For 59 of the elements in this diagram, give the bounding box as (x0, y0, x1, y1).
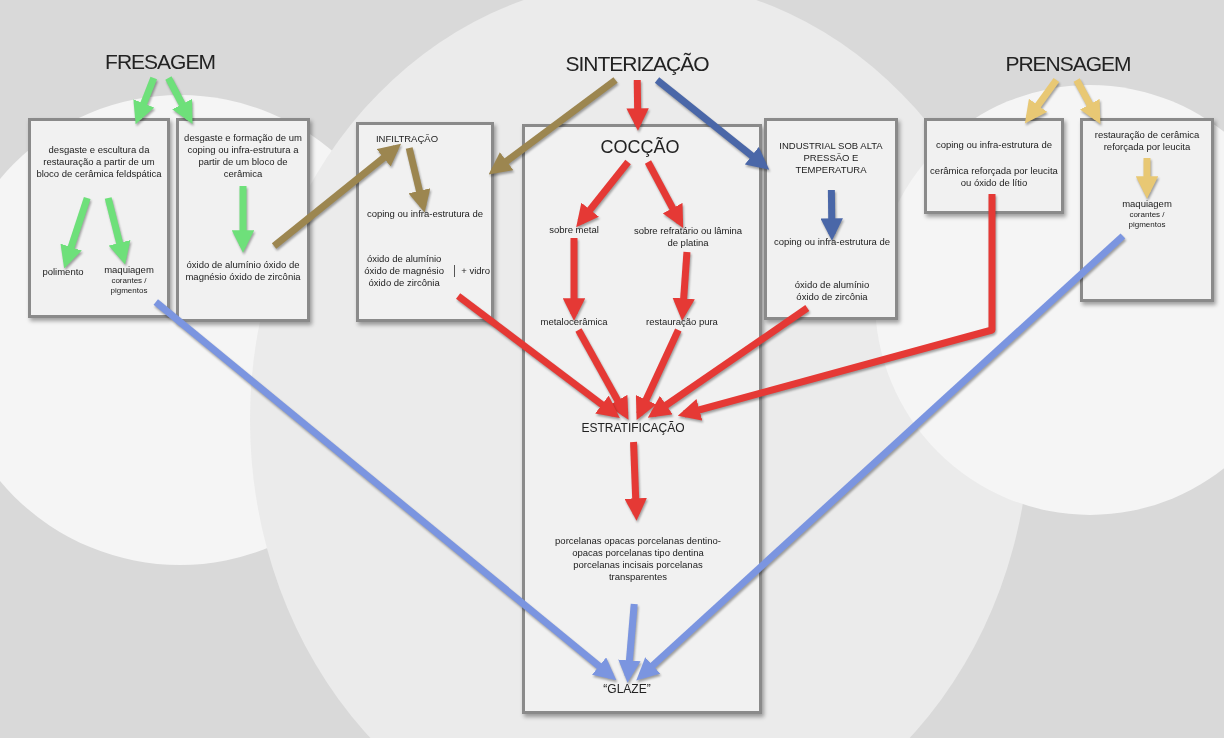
arrow (456, 293, 620, 419)
arrow (626, 79, 649, 131)
arrow (165, 76, 193, 124)
step-label: metalocerâmica (540, 316, 608, 328)
arrow (104, 197, 131, 265)
arrow (575, 328, 629, 420)
arrow (636, 233, 1126, 681)
arrow (624, 441, 647, 521)
step-label: coping ou infra-estrutura de (366, 208, 484, 220)
arrow (133, 76, 157, 125)
step-label: ESTRATIFICAÇÃO (581, 420, 685, 436)
step-note: corantes / pigmentos (109, 275, 149, 296)
arrow (644, 160, 684, 228)
step-label: cerâmica reforçada por leucita ou óxido de lítio (930, 165, 1058, 189)
process-box (176, 118, 310, 322)
stage-heading: PRENSAGEM (1005, 50, 1131, 77)
step-label: maquiagem (1122, 198, 1172, 210)
arrow (654, 77, 770, 170)
process-box (924, 118, 1064, 214)
step-label: óxido de alumínio óxido de magnésio óxido de zircônia (363, 253, 445, 289)
process-box (1080, 118, 1214, 302)
arrow (635, 328, 682, 421)
arrow (576, 159, 631, 228)
process-box (356, 122, 494, 322)
step-label: óxido de alumínio óxido de magnésio óxido de zircônia (184, 259, 302, 283)
step-label: polimento (42, 266, 84, 278)
step-label: sobre refratário ou lâmina de platina (632, 225, 744, 249)
arrow (677, 194, 996, 421)
process-box (764, 118, 898, 320)
step-label: maquiagem (104, 264, 154, 276)
step-label: óxido de alumínio óxido de zircônia (793, 279, 871, 303)
arrow (1073, 78, 1101, 124)
step-label: restauração de cerâmica reforçada por leucita (1093, 129, 1201, 153)
step-label: desgaste e escultura da restauração a partir de um bloco de cerâmica feldspática (35, 144, 163, 180)
step-label: coping ou infra-estrutura de (773, 236, 891, 248)
step-label: COCÇÃO (600, 135, 680, 159)
step-label: sobre metal (549, 224, 599, 236)
arrow (672, 251, 695, 321)
step-label: restauração pura (646, 316, 718, 328)
stage-heading: FRESAGEM (105, 48, 215, 75)
arrow (60, 196, 91, 269)
side-note: + vidro (454, 265, 490, 277)
step-label: desgaste e formação de um coping ou infra-estrutura a partir de um bloco de cerâmica (183, 132, 303, 180)
arrow (488, 77, 618, 175)
arrow (820, 189, 843, 241)
stage-heading: SINTERIZAÇÃO (565, 50, 709, 77)
step-label: INFILTRAÇÃO (375, 133, 439, 145)
process-box (522, 124, 762, 714)
step-note: corantes / pigmentos (1127, 209, 1167, 230)
step-label: porcelanas opacas porcelanas dentino-opacas porcelanas tipo dentina porcelanas incisais porcelanas transparentes (554, 535, 722, 583)
step-label: “GLAZE” (603, 681, 651, 697)
step-label: INDUSTRIAL SOB ALTA PRESSÃO E TEMPERATURA (778, 140, 884, 176)
arrow (271, 143, 402, 249)
process-box (28, 118, 170, 318)
arrow (618, 603, 641, 683)
arrow (1024, 77, 1060, 124)
step-label: coping ou infra-estrutura de (935, 139, 1053, 151)
arrow (153, 299, 617, 681)
arrow (405, 147, 431, 213)
